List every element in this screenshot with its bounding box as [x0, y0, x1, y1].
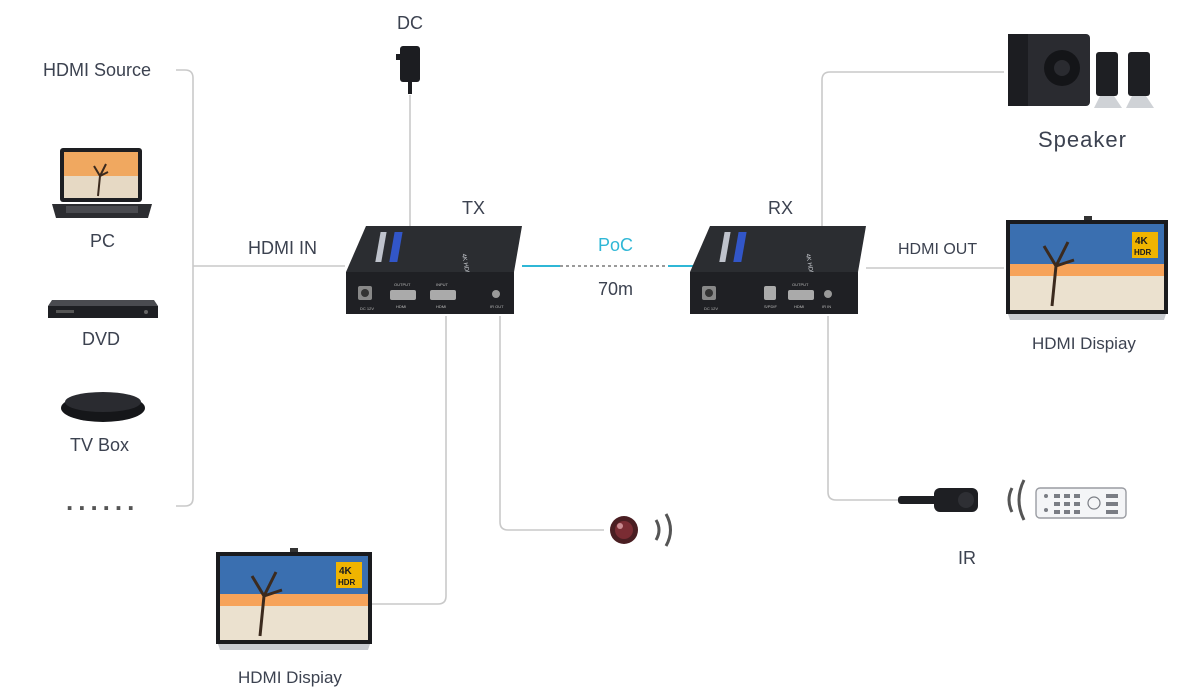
hdmi-out-label: HDMI OUT	[898, 241, 978, 258]
tx-port-ir-out: IR OUT	[490, 304, 504, 309]
remote-control-icon	[1035, 487, 1127, 519]
tv-right-badge-hdr: HDR	[1134, 248, 1152, 257]
more-sources-label: ......	[66, 486, 140, 516]
hdmi-display-right-label: HDMI Dispiay	[1032, 334, 1136, 353]
rx-extender-device: 4K HDMI EXTENDER DC 12V S/PDIF OUTPUT HD…	[690, 226, 866, 314]
speaker-icon	[1008, 34, 1154, 108]
dc-label: DC	[397, 13, 423, 33]
rx-label: RX	[768, 198, 794, 218]
pc-label: PC	[90, 231, 116, 251]
hdmi-source-label: HDMI Source	[43, 60, 152, 80]
tv-box-icon	[61, 392, 145, 422]
rx-port-output: OUTPUT	[792, 282, 809, 287]
tx-label: TX	[462, 198, 486, 218]
hdmi-display-bottom-label: HDMI Dispiay	[238, 668, 342, 687]
tx-port-input: INPUT	[436, 282, 449, 287]
ir-signal-waves-tx	[654, 513, 672, 547]
rx-port-ir-in: IR IN	[822, 304, 831, 309]
ir-signal-waves-rx	[1007, 479, 1026, 521]
distance-label: 70m	[598, 279, 634, 299]
laptop-icon	[52, 148, 152, 218]
tv-bottom-badge-hdr: HDR	[338, 578, 356, 587]
tv-box-label: TV Box	[70, 435, 130, 455]
ir-emitter-icon	[610, 513, 672, 547]
speaker-label: Speaker	[1038, 127, 1127, 152]
rx-port-hdmi: HDMI	[794, 304, 804, 309]
hdmi-in-label: HDMI IN	[248, 238, 317, 258]
poc-label: PoC	[598, 235, 634, 255]
dvd-player-icon	[48, 300, 158, 318]
tv-display-right-icon: 4K HDR	[1006, 216, 1168, 320]
rx-port-dc: DC 12V	[704, 306, 718, 311]
tx-port-hdmi-out: HDMI	[396, 304, 406, 309]
ir-receiver-icon	[898, 479, 1026, 521]
rx-port-spdif: S/PDIF	[764, 304, 777, 309]
tx-port-dc: DC 12V	[360, 306, 374, 311]
tv-display-bottom-icon: 4K HDR	[216, 548, 372, 650]
ir-label: IR	[958, 548, 976, 568]
tx-extender-device: 4K HDMI EXTENDER DC 12V OUTPUT HDMI INPU…	[346, 226, 522, 314]
tv-bottom-badge-4k: 4K	[339, 566, 353, 577]
dvd-label: DVD	[82, 329, 121, 349]
tv-right-badge-4k: 4K	[1135, 236, 1149, 247]
tx-port-output: OUTPUT	[394, 282, 411, 287]
power-adapter-icon	[396, 46, 420, 94]
tx-port-hdmi-in: HDMI	[436, 304, 446, 309]
